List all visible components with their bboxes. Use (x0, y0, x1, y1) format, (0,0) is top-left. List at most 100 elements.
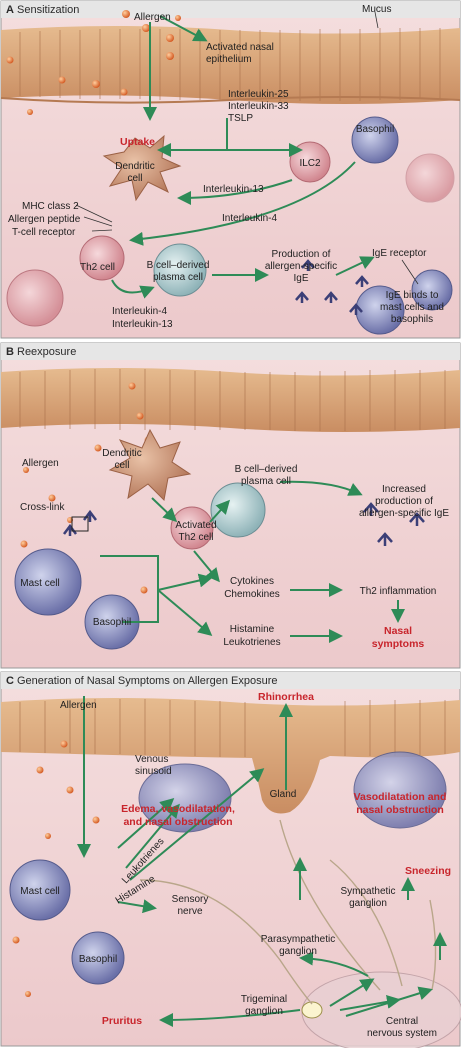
label-rhinorrhea: Rhinorrhea (258, 691, 314, 703)
label-bcell-b: B cell–derived (235, 464, 298, 475)
label-mhc: MHC class 2 (22, 201, 79, 212)
label-allergen-c: Allergen (60, 700, 97, 711)
label-increased-3: allergen-specific IgE (359, 508, 449, 519)
label-leukotrienes-b: Leukotrienes (223, 637, 280, 648)
label-mucus: Mucus (362, 4, 391, 15)
th2-cell-a (79, 235, 125, 281)
panel-b-letter: B (6, 346, 14, 358)
label-vaso-2: nasal obstruction (356, 804, 444, 816)
panel-b: B Reexposure (0, 342, 461, 669)
label-bcell-a: B cell–derived (147, 260, 210, 271)
panel-b-title: Reexposure (17, 346, 76, 358)
label-ilc2: ILC2 (299, 158, 321, 169)
nasal-epithelium (1, 26, 460, 104)
panel-c-title: Generation of Nasal Symptoms on Allergen… (17, 675, 277, 687)
panel-a-header (1, 1, 460, 18)
label-bcell-b-2: plasma cell (241, 476, 291, 487)
label-parasym: Parasympathetic (261, 934, 335, 945)
label-activated: Activated (175, 520, 216, 531)
mast-cell-c (9, 859, 71, 921)
label-crosslink: Cross-link (20, 502, 65, 513)
basement-membrane (0, 96, 461, 104)
plasma-cell-b (210, 482, 266, 538)
label-cytokines: Cytokines (230, 576, 274, 587)
label-gland: Gland (270, 789, 297, 800)
label-uptake: Uptake (120, 136, 155, 148)
label-venous: Venous (135, 754, 168, 765)
label-allergen-b: Allergen (22, 458, 59, 469)
label-mast-b: Mast cell (20, 578, 59, 589)
label-sinusoid: sinusoid (135, 766, 172, 777)
label-dendritic-b-2: cell (114, 460, 129, 471)
panel-c-header (1, 672, 460, 689)
label-basophil-b: Basophil (93, 617, 131, 628)
panel-a-letter: A (6, 4, 14, 16)
panel-a: A Sensitization (0, 0, 461, 339)
label-dendritic-a-2: cell (127, 173, 142, 184)
label-tcr: T-cell receptor (12, 227, 76, 238)
label-dendritic-a: Dendritic (115, 161, 154, 172)
panel-c-letter: C (6, 675, 14, 687)
label-sensory: Sensory (172, 894, 209, 905)
label-mast-c: Mast cell (20, 886, 59, 897)
label-dendritic-b: Dendritic (102, 448, 141, 459)
label-il13-b: Interleukin-13 (112, 319, 173, 330)
label-parasym-2: ganglion (279, 946, 317, 957)
arrows-c (77, 696, 447, 1027)
label-symptoms: symptoms (372, 638, 425, 650)
label-production: Production of (272, 249, 331, 260)
basophil-cell-a (351, 116, 399, 164)
label-basophil-a: Basophil (356, 124, 394, 135)
arrows-b (100, 480, 405, 643)
allergen-particles-b (20, 382, 152, 594)
arrows-a (111, 15, 375, 299)
venous-sinusoid-right (353, 751, 447, 829)
allergen-particles-a (6, 10, 181, 115)
label-peptide: Allergen peptide (8, 214, 81, 225)
label-tslp: TSLP (228, 113, 253, 124)
label-increased: Increased (382, 484, 426, 495)
label-il13-a: Interleukin-13 (203, 184, 264, 195)
label-cns: Central (386, 1016, 418, 1027)
label-sympathetic-2: ganglion (349, 898, 387, 909)
ige-antibodies-b (63, 502, 425, 546)
label-edema-2: and nasal obstruction (123, 816, 232, 828)
label-epithelium: Activated nasal (206, 42, 274, 53)
label-nasal: Nasal (384, 625, 412, 637)
label-trigeminal-2: ganglion (245, 1006, 283, 1017)
mast-cell-b (14, 548, 82, 616)
label-ige-binds-2: mast cells and (380, 302, 444, 313)
label-sensory-2: nerve (177, 906, 202, 917)
panel-c: C Generation of Nasal Symptoms on Allerg… (0, 671, 461, 1053)
panel-a-title: Sensitization (17, 4, 79, 16)
label-il33: Interleukin-33 (228, 101, 289, 112)
label-ige-receptor: IgE receptor (372, 248, 427, 259)
label-histamine-b: Histamine (230, 624, 275, 635)
basophil-cell-a2 (411, 269, 453, 311)
label-ige-binds: IgE binds to (386, 290, 439, 301)
label-sympathetic: Sympathetic (340, 886, 395, 897)
mucus-pointer (374, 11, 379, 29)
activated-th2-cell (170, 506, 214, 550)
label-ige-binds-3: basophils (391, 314, 433, 325)
label-il25: Interleukin-25 (228, 89, 289, 100)
basophil-cell-c (71, 931, 125, 985)
ige-receptor-pointer (401, 259, 419, 285)
label-sneezing: Sneezing (405, 865, 451, 877)
label-cns-2: nervous system (367, 1028, 437, 1039)
epithelial-cell-lines-b (19, 369, 446, 431)
label-il4-b: Interleukin-4 (112, 306, 167, 317)
epithelial-cell-lines-c (19, 699, 446, 757)
label-activated-2: Th2 cell (178, 532, 213, 543)
label-allergen-a: Allergen (134, 12, 171, 23)
dendritic-cell-b (108, 428, 192, 502)
trigeminal-ganglion (301, 1001, 323, 1019)
label-bcell-a-2: plasma cell (153, 272, 203, 283)
epithelial-cell-lines (19, 28, 441, 101)
label-increased-2: production of (375, 496, 433, 507)
cross-link-box (71, 516, 89, 532)
label-vaso: Vasodilatation and (354, 791, 447, 803)
mhc-pointers (75, 204, 113, 232)
label-trigeminal: Trigeminal (241, 994, 287, 1005)
